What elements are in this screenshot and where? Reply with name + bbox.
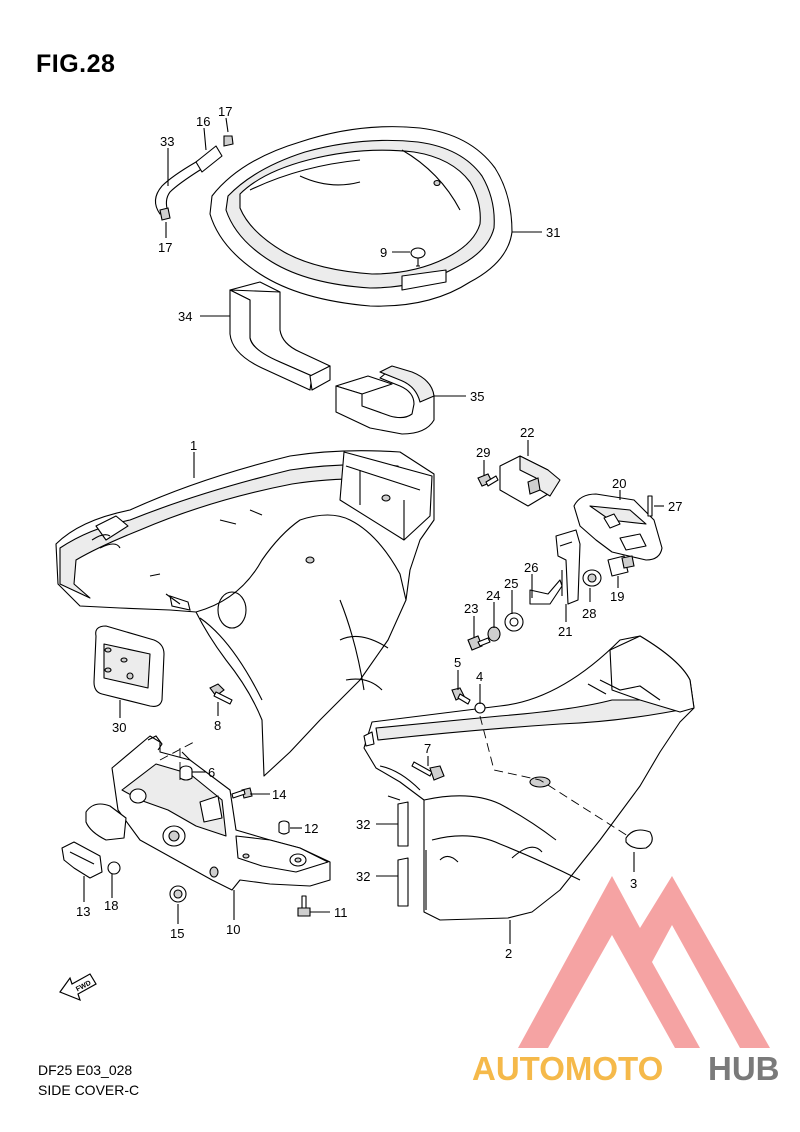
watermark-logo [518, 876, 770, 1048]
part-12-collar [278, 820, 290, 835]
callout-23: 23 [464, 601, 478, 616]
part-9-grommet [410, 247, 426, 267]
part-27-pin [647, 495, 653, 517]
part-8-bolt [209, 683, 233, 705]
callout-26: 26 [524, 560, 538, 575]
watermark-text: AUTOMOTO HUB [472, 1050, 780, 1087]
callout-33: 33 [160, 134, 174, 149]
part-26-link [529, 579, 563, 605]
callout-10: 10 [226, 922, 240, 937]
part-13-clip [61, 841, 103, 879]
callout-32-lower: 32 [356, 869, 370, 884]
part-32-strip-lower [397, 857, 409, 907]
callout-35: 35 [470, 389, 484, 404]
callout-8: 8 [214, 718, 221, 733]
part-17-clamp-lower [159, 207, 171, 221]
part-20-handle [573, 493, 663, 561]
watermark-text-automoto: AUTOMOTO [472, 1050, 663, 1087]
callout-labels: 16 17 33 17 31 9 34 35 1 22 29 20 27 26 … [76, 104, 682, 961]
callout-34: 34 [178, 309, 192, 324]
part-30-plate [93, 625, 165, 707]
part-11-bolt [297, 895, 311, 917]
callout-11: 11 [334, 905, 348, 920]
part-24-washer [487, 626, 501, 642]
part-10-lower-bracket [85, 735, 331, 891]
part-15-grommet [169, 885, 187, 903]
callout-2: 2 [505, 946, 512, 961]
callout-4: 4 [476, 669, 483, 684]
watermark-text-hub: HUB [708, 1050, 780, 1087]
callout-24: 24 [486, 588, 500, 603]
part-32-strip-upper [397, 801, 409, 847]
callout-14: 14 [272, 787, 286, 802]
part-25-washer [504, 612, 524, 632]
callout-6: 6 [208, 765, 215, 780]
part-1-side-cover-upper [55, 450, 435, 777]
assembly-lines [159, 715, 629, 837]
callout-3: 3 [630, 876, 637, 891]
part-4-washer [474, 702, 486, 714]
part-22-bracket [499, 455, 561, 507]
part-18-washer [107, 861, 121, 875]
callout-30: 30 [112, 720, 126, 735]
part-3-cap [625, 829, 653, 849]
callout-1: 1 [190, 438, 197, 453]
part-6-bushing [179, 765, 193, 781]
model-code: DF25 E03_028 [38, 1062, 133, 1078]
callout-28: 28 [582, 606, 596, 621]
callout-17-upper: 17 [218, 104, 232, 119]
part-28-bushing [582, 569, 602, 587]
callout-19: 19 [610, 589, 624, 604]
callout-12: 12 [304, 821, 318, 836]
part-31-top-frame [209, 126, 513, 307]
callout-25: 25 [504, 576, 518, 591]
callout-17-lower: 17 [158, 240, 172, 255]
callout-13: 13 [76, 904, 90, 919]
part-14-screw [231, 787, 253, 799]
callout-5: 5 [454, 655, 461, 670]
part-7-screw [411, 761, 445, 781]
part-33-hose [154, 145, 223, 215]
part-23-screw [467, 635, 491, 651]
leader-lines [83, 117, 664, 944]
callout-7: 7 [424, 741, 431, 756]
callout-15: 15 [170, 926, 184, 941]
figure-title: FIG.28 [36, 50, 116, 78]
callout-21: 21 [558, 624, 572, 639]
callout-18: 18 [104, 898, 118, 913]
section-name: SIDE COVER-C [38, 1082, 140, 1098]
part-17-clamp-upper [223, 135, 234, 147]
callout-16: 16 [196, 114, 210, 129]
part-5-screw [451, 687, 471, 705]
part-35-foam [335, 365, 435, 435]
callout-32-upper: 32 [356, 817, 370, 832]
part-34-foam [229, 281, 331, 391]
callout-27: 27 [668, 499, 682, 514]
callout-9: 9 [380, 245, 387, 260]
fwd-arrow-icon: FWD [59, 973, 97, 1002]
part-19-latch [607, 555, 635, 577]
callout-29: 29 [476, 445, 490, 460]
callout-22: 22 [520, 425, 534, 440]
callout-31: 31 [546, 225, 560, 240]
callout-20: 20 [612, 476, 626, 491]
part-21-lever [555, 529, 581, 605]
part-29-screw [477, 473, 499, 487]
